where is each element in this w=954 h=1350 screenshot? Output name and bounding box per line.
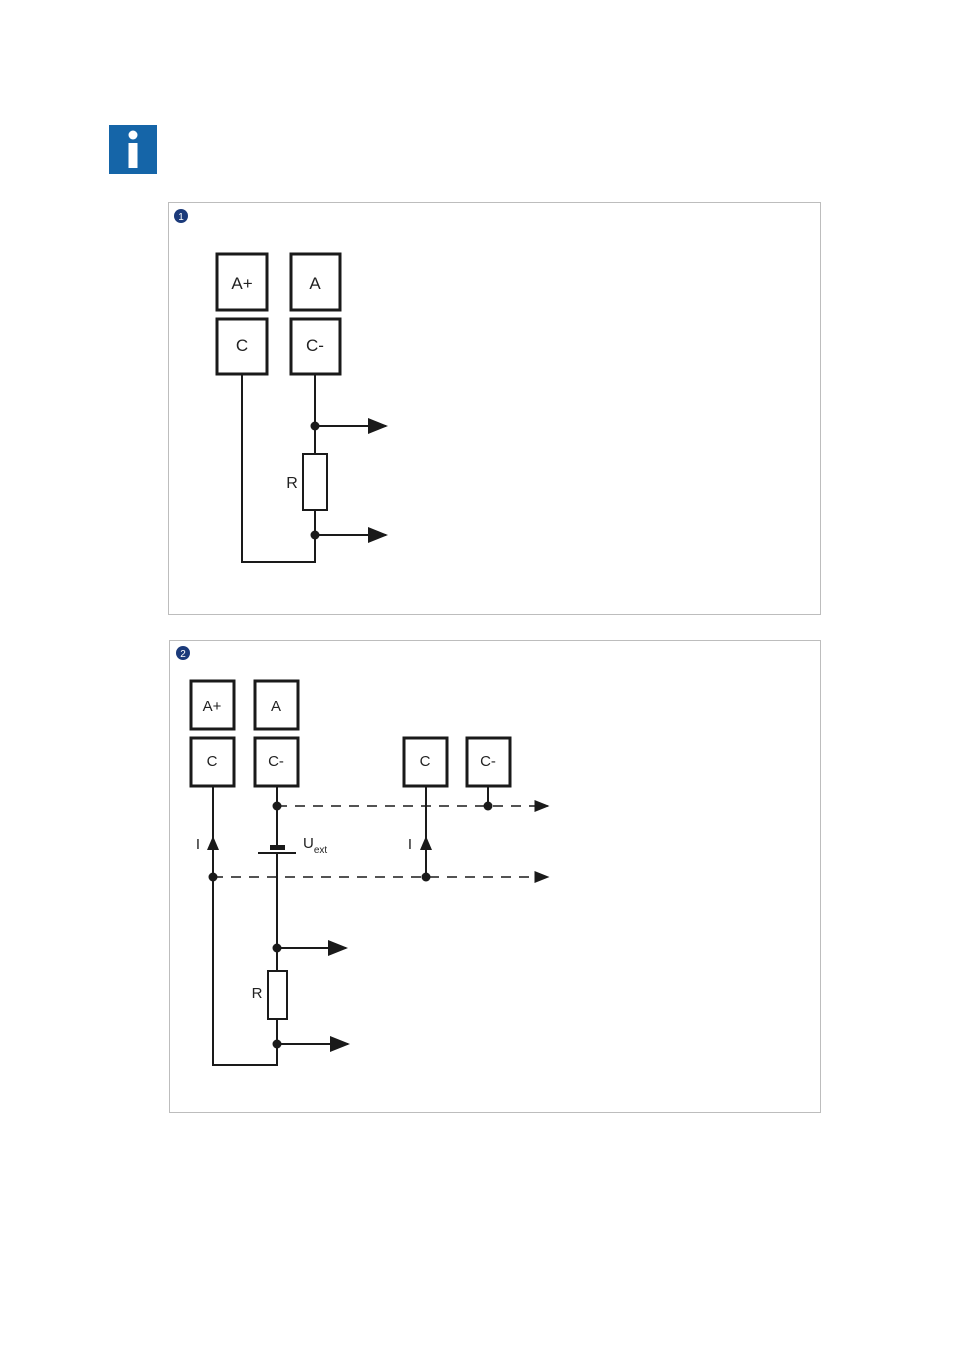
svg-text:I: I <box>196 836 200 853</box>
resistor-label: R <box>286 475 298 492</box>
junction-dot <box>273 802 282 811</box>
svg-text:I: I <box>408 836 412 853</box>
resistor: R <box>252 971 287 1019</box>
wiring <box>213 787 488 1065</box>
svg-text:C: C <box>236 336 248 355</box>
terminal-c: C <box>217 319 267 374</box>
svg-text:A: A <box>309 274 321 293</box>
voltage-label: Uext <box>303 835 327 856</box>
junction-dot <box>422 873 431 882</box>
svg-text:C-: C- <box>268 753 284 770</box>
current-arrow-right: I <box>408 836 432 853</box>
resistor: R <box>286 454 327 510</box>
terminal-a-plus: A+ <box>191 681 234 729</box>
terminal-c: C <box>191 738 234 786</box>
terminal-c-minus-second: C- <box>467 738 510 786</box>
junction-dot <box>209 873 218 882</box>
resistor-label: R <box>252 985 263 1002</box>
terminal-c-minus: C- <box>255 738 298 786</box>
junction-dot <box>311 422 320 431</box>
dashed-bus <box>213 806 548 877</box>
svg-text:1: 1 <box>178 212 184 223</box>
svg-text:2: 2 <box>180 649 186 660</box>
svg-text:A+: A+ <box>231 274 252 293</box>
svg-text:C-: C- <box>480 753 496 770</box>
junction-dot <box>311 531 320 540</box>
svg-text:C: C <box>420 753 431 770</box>
info-icon <box>109 125 157 174</box>
terminal-c-minus: C- <box>291 319 340 374</box>
svg-text:A: A <box>271 698 281 715</box>
terminal-a: A <box>291 254 340 310</box>
diagram-panel-1: 1 A+ A C C- R <box>168 202 821 615</box>
svg-text:C: C <box>207 753 218 770</box>
junction-dot <box>484 802 493 811</box>
diagram-panel-2: 2 A+ A C C- C C- <box>169 640 821 1113</box>
junction-dot <box>273 944 282 953</box>
svg-text:C-: C- <box>306 336 324 355</box>
circuit-diagram-1: 1 A+ A C C- R <box>169 203 820 614</box>
svg-text:A+: A+ <box>203 698 222 715</box>
current-arrow-left: I <box>196 836 219 853</box>
terminal-c-second: C <box>404 738 447 786</box>
junction-dot <box>273 1040 282 1049</box>
terminal-a-plus: A+ <box>217 254 267 310</box>
voltage-source: Uext <box>258 835 327 856</box>
step-badge-2: 2 <box>176 646 190 660</box>
step-badge-1: 1 <box>174 209 188 223</box>
terminal-a: A <box>255 681 298 729</box>
circuit-diagram-2: 2 A+ A C C- C C- <box>170 641 820 1112</box>
